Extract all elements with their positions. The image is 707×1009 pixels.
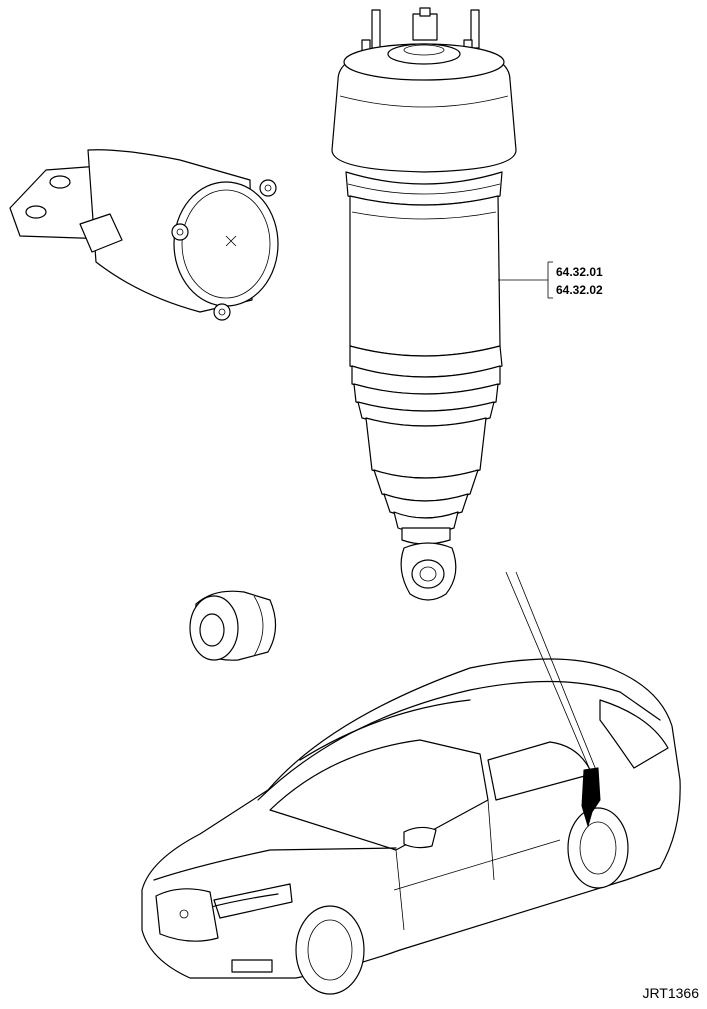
air-spring-strut (331, 7, 517, 601)
bush (189, 590, 277, 661)
callout-part-numbers: 64.32.01 64.32.02 (556, 265, 603, 297)
leader-lines (505, 571, 597, 771)
part-number-1: 64.32.01 (556, 265, 603, 279)
callout-bracket (498, 261, 553, 299)
part-number-2: 64.32.02 (556, 283, 603, 297)
compressor-unit (9, 149, 279, 321)
lower-bellows (349, 345, 503, 427)
vehicle-outline (141, 658, 681, 995)
strut-location-marker (581, 767, 601, 828)
figure-reference: JRT1366 (642, 985, 699, 1001)
cylinder-body (349, 195, 501, 357)
